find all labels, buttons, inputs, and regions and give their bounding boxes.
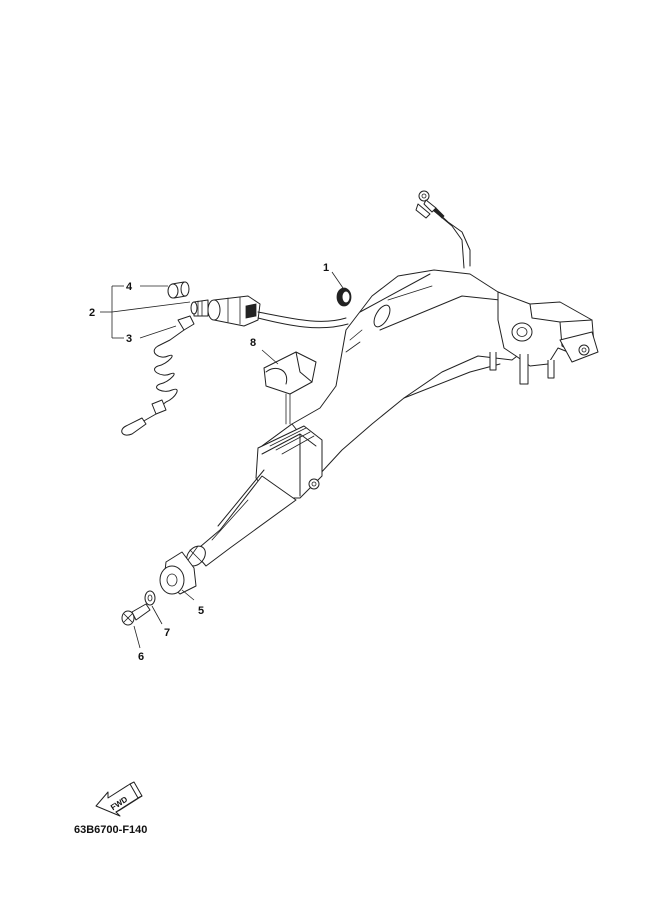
grommet <box>331 271 352 307</box>
label-part-8: 8 <box>250 337 256 349</box>
cap <box>140 281 190 299</box>
lanyard <box>121 315 195 436</box>
label-part-4: 4 <box>126 281 133 293</box>
screw <box>121 603 151 649</box>
label-part-6: 6 <box>138 651 144 663</box>
washer <box>144 590 163 625</box>
label-part-3: 3 <box>126 333 132 345</box>
fwd-arrow-icon: FWD <box>95 781 143 817</box>
label-part-1: 1 <box>323 262 329 274</box>
steering-handle <box>186 269 533 567</box>
label-part-5: 5 <box>198 605 204 617</box>
mounting-bracket <box>489 291 599 385</box>
throttle-grip <box>159 551 197 601</box>
drawing-code: 63B6700-F140 <box>74 824 147 836</box>
grip-cover <box>261 349 317 425</box>
label-part-2: 2 <box>89 307 95 319</box>
wire-harness <box>415 190 471 269</box>
label-part-7: 7 <box>164 627 170 639</box>
stop-switch-assembly <box>100 285 349 339</box>
